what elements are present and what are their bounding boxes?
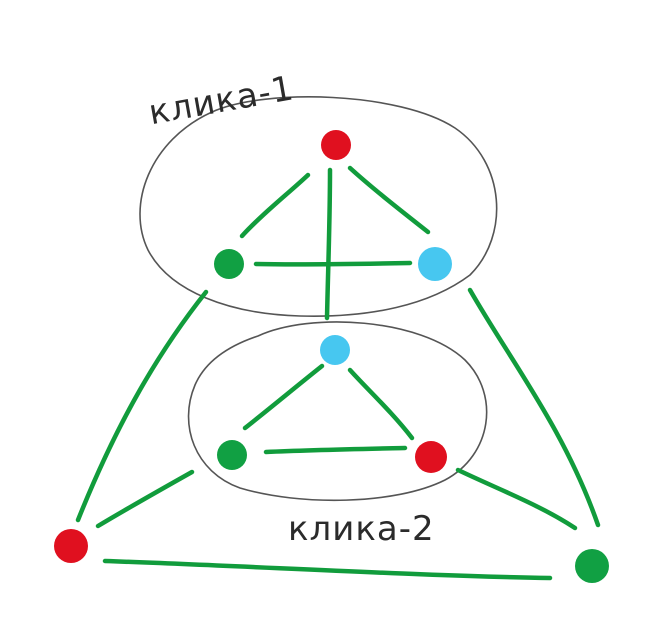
node-c2-left bbox=[217, 440, 247, 470]
node-outer-right bbox=[575, 549, 609, 583]
node-c2-right bbox=[415, 441, 447, 473]
node-outer-left bbox=[54, 529, 88, 563]
clique-2-label: клика-2 bbox=[288, 509, 435, 549]
edge-outer-left-outer-right bbox=[102, 558, 553, 581]
node-c2-top bbox=[320, 335, 350, 365]
clique-2-outline bbox=[187, 321, 488, 502]
edge-c1-top-c1-left bbox=[239, 172, 311, 239]
edges bbox=[75, 165, 601, 581]
node-c1-right bbox=[418, 247, 452, 281]
edge-c1-right-outer-right bbox=[467, 287, 601, 528]
edge-c1-left-outer-left bbox=[75, 289, 209, 523]
node-c1-top bbox=[321, 130, 351, 160]
edge-c2-top-c2-left bbox=[242, 363, 325, 431]
edge-c2-right-outer-right bbox=[455, 467, 578, 531]
edge-c1-left-c1-right bbox=[253, 260, 413, 267]
node-c1-left bbox=[214, 249, 244, 279]
clique-1-label: клика-1 bbox=[146, 68, 297, 133]
edge-c1-top-c2-top bbox=[324, 167, 333, 321]
edge-c1-top-c1-right bbox=[347, 165, 431, 235]
edge-c2-top-c2-right bbox=[347, 367, 415, 441]
edge-c2-left-outer-left bbox=[95, 469, 195, 529]
edge-c2-left-c2-right bbox=[263, 445, 408, 455]
nodes bbox=[54, 130, 609, 583]
clique-1-outline bbox=[139, 96, 498, 317]
